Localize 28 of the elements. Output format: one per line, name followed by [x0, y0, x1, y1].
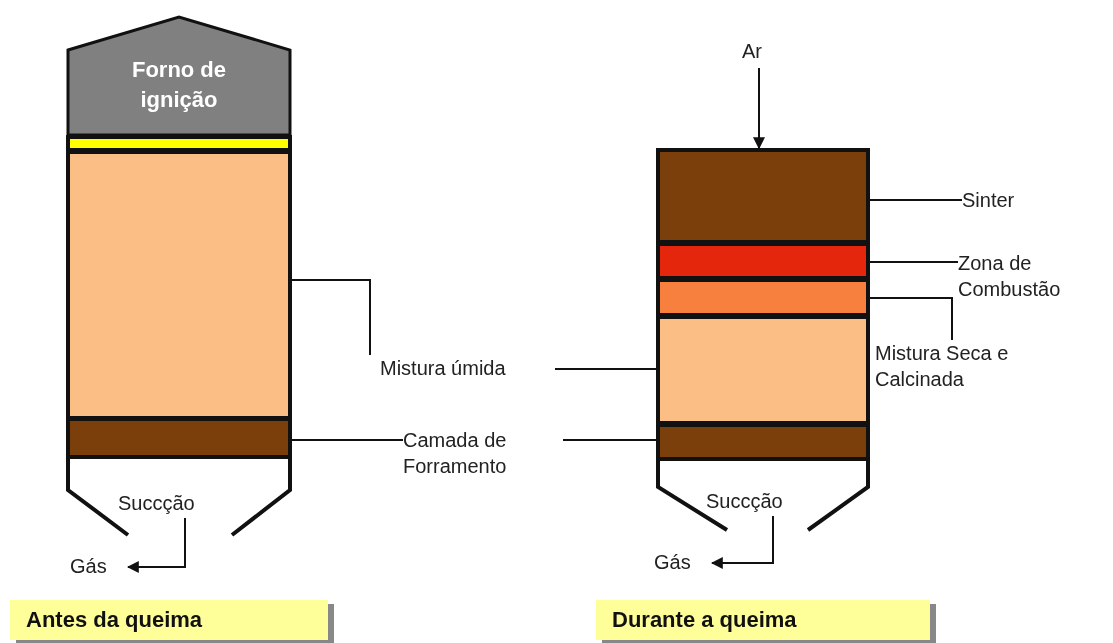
- hearth-layer: [656, 423, 870, 461]
- combustion-layer: [656, 242, 870, 280]
- leader-line: [291, 279, 371, 356]
- layer-label: Sinter: [962, 187, 1042, 215]
- hood-label: Forno de ignição: [130, 56, 228, 114]
- sinter-layer: [656, 148, 870, 244]
- arrow: [710, 515, 774, 569]
- layer-label: Ar: [742, 38, 776, 68]
- mixture-layer: [656, 315, 870, 425]
- layer-label: Gás: [654, 549, 712, 577]
- layer-label: Mistura úmida: [362, 355, 555, 383]
- arrow: [753, 67, 765, 150]
- layer-label: Gás: [70, 553, 128, 581]
- leader-line: [869, 297, 953, 341]
- hearth-layer: [66, 417, 292, 459]
- calcination-layer: [656, 278, 870, 317]
- layer-label: Mistura Seca e Calcinada: [875, 340, 1065, 408]
- leader-line: [869, 261, 959, 263]
- layer-label: Zona de Combustão: [958, 250, 1108, 316]
- leader-line: [869, 199, 963, 201]
- leader-line: [562, 439, 657, 441]
- leader-line: [554, 368, 657, 370]
- layer-label: Succção: [706, 488, 831, 516]
- layer-label: Camada de Forramento: [403, 427, 563, 485]
- leader-line: [291, 439, 404, 441]
- arrow: [126, 517, 186, 573]
- mixture-layer: [66, 150, 292, 420]
- layer-label: Succção: [118, 490, 243, 518]
